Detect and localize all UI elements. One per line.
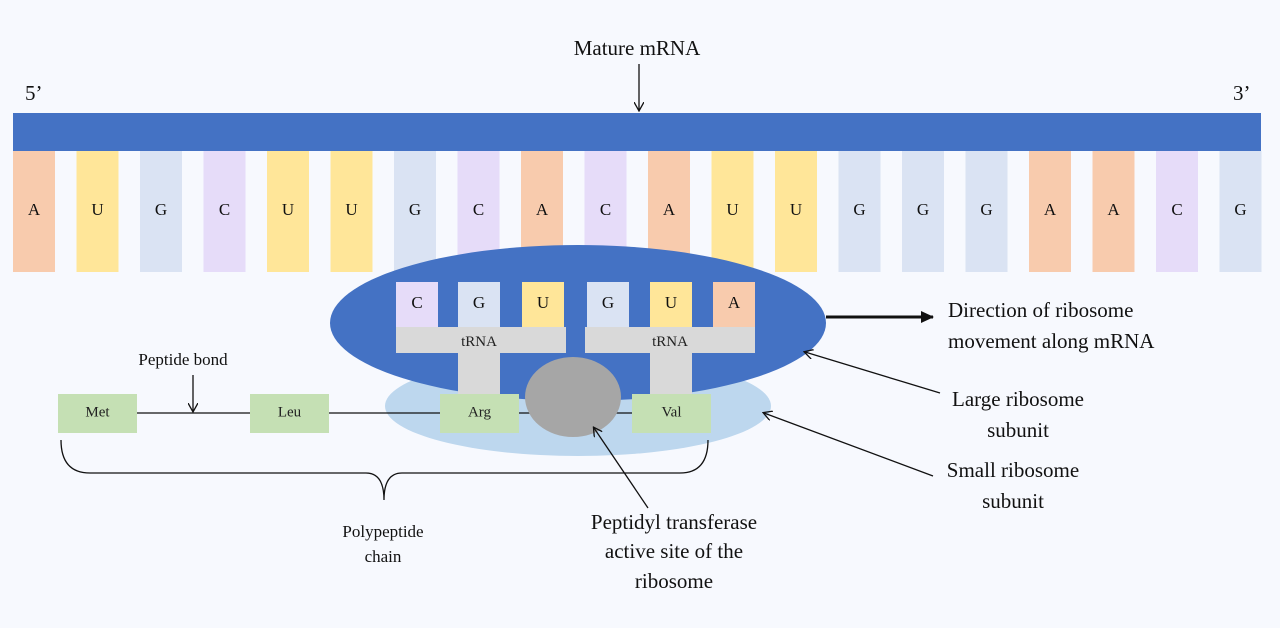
anticodon-base-tile <box>458 282 500 327</box>
mrna-base-tile <box>902 151 944 272</box>
direction-label-line1: Direction of ribosome <box>948 298 1133 322</box>
mrna-base-tile <box>1029 151 1071 272</box>
polypeptide-label-line2: chain <box>365 547 402 566</box>
mrna-base-tile <box>775 151 817 272</box>
large-subunit-label-line2: subunit <box>987 418 1049 442</box>
mrna-3-prime-end: 3’ <box>1233 81 1251 105</box>
large-subunit-label-line1: Large ribosome <box>952 387 1084 411</box>
mrna-base-letter: G <box>853 200 865 219</box>
mrna-base-letter: C <box>1171 200 1182 219</box>
pointer-arrow-icon <box>764 413 934 477</box>
mrna-base-letter: G <box>1234 200 1246 219</box>
mrna-base-tile <box>13 151 55 272</box>
mrna-base-tile <box>711 151 754 272</box>
mrna-base-letter: A <box>1107 200 1120 219</box>
polypeptide-label-line1: Polypeptide <box>342 522 423 541</box>
mrna-base-letter: U <box>726 200 738 219</box>
mrna-base-tile <box>140 151 182 272</box>
mrna-base-letter: U <box>91 200 103 219</box>
mrna-base-tile <box>1092 151 1135 272</box>
mrna-base-tile <box>394 151 436 272</box>
anticodon-base-tile <box>587 282 629 327</box>
peptidyl-label-line2: active site of the <box>605 539 743 563</box>
amino-acid-label: Val <box>662 404 682 420</box>
mrna-base-tile <box>76 151 119 272</box>
small-subunit-label-line1: Small ribosome <box>947 458 1079 482</box>
mrna-base-letter: U <box>790 200 802 219</box>
amino-acid-label: Arg <box>468 404 492 420</box>
mrna-base-letter: G <box>980 200 992 219</box>
trna-label: tRNA <box>652 334 688 350</box>
amino-acid-label: Leu <box>278 404 302 420</box>
direction-label-line2: movement along mRNA <box>948 329 1155 353</box>
amino-acid-box <box>58 394 137 433</box>
mrna-base-tile <box>1219 151 1262 272</box>
mrna-base-letter: U <box>345 200 357 219</box>
trna-label: tRNA <box>461 334 497 350</box>
peptidyl-label-line3: ribosome <box>635 569 713 593</box>
mrna-base-letter: U <box>282 200 294 219</box>
amino-acid-box <box>250 394 329 433</box>
mrna-base-tile <box>203 151 246 272</box>
mrna-base-tile <box>1156 151 1198 272</box>
mrna-base-letter: G <box>155 200 167 219</box>
mrna-base-letter: C <box>219 200 230 219</box>
anticodon-base-letter: C <box>411 293 422 312</box>
mrna-base-tile <box>965 151 1008 272</box>
amino-acid-label: Met <box>85 404 110 420</box>
anticodon-base-letter: A <box>728 293 741 312</box>
peptidyl-transferase-active-site <box>525 357 621 437</box>
peptidyl-label-line1: Peptidyl transferase <box>591 510 757 534</box>
mrna-base-letter: A <box>28 200 41 219</box>
anticodon-base-tile <box>713 282 755 327</box>
anticodon-base-letter: G <box>602 293 614 312</box>
mrna-title: Mature mRNA <box>574 36 701 60</box>
pointer-arrow-icon <box>594 428 649 509</box>
anticodon-base-tile <box>522 282 564 327</box>
small-subunit-label-line2: subunit <box>982 489 1044 513</box>
large-ribosome-subunit <box>330 245 826 401</box>
mrna-strand <box>13 113 1261 151</box>
mrna-base-letter: G <box>917 200 929 219</box>
amino-acids: Met Leu Arg Val <box>58 394 711 433</box>
brace-icon <box>60 439 709 501</box>
mrna-base-letter: A <box>536 200 549 219</box>
anticodon-base-letter: U <box>665 293 677 312</box>
mrna-base-tile <box>838 151 881 272</box>
mrna-base-letter: A <box>663 200 676 219</box>
mrna-base-tile <box>267 151 309 272</box>
anticodon-base-tile <box>396 282 438 327</box>
trna-2: tRNA <box>585 327 755 398</box>
trna-1: tRNA <box>396 327 566 398</box>
mrna-5-prime-end: 5’ <box>25 81 43 105</box>
peptide-bond-label: Peptide bond <box>138 350 228 369</box>
anticodon-base-letter: U <box>537 293 549 312</box>
mrna-base-tile <box>330 151 373 272</box>
amino-acid-box <box>440 394 519 433</box>
amino-acid-box <box>632 394 711 433</box>
mrna-base-letter: G <box>409 200 421 219</box>
mrna-base-letter: A <box>1044 200 1057 219</box>
anticodon-base-letter: G <box>473 293 485 312</box>
pointer-arrow-icon <box>805 352 941 394</box>
mrna-base-letter: C <box>600 200 611 219</box>
anticodon-base-tile <box>650 282 692 327</box>
mrna-base-letter: C <box>473 200 484 219</box>
